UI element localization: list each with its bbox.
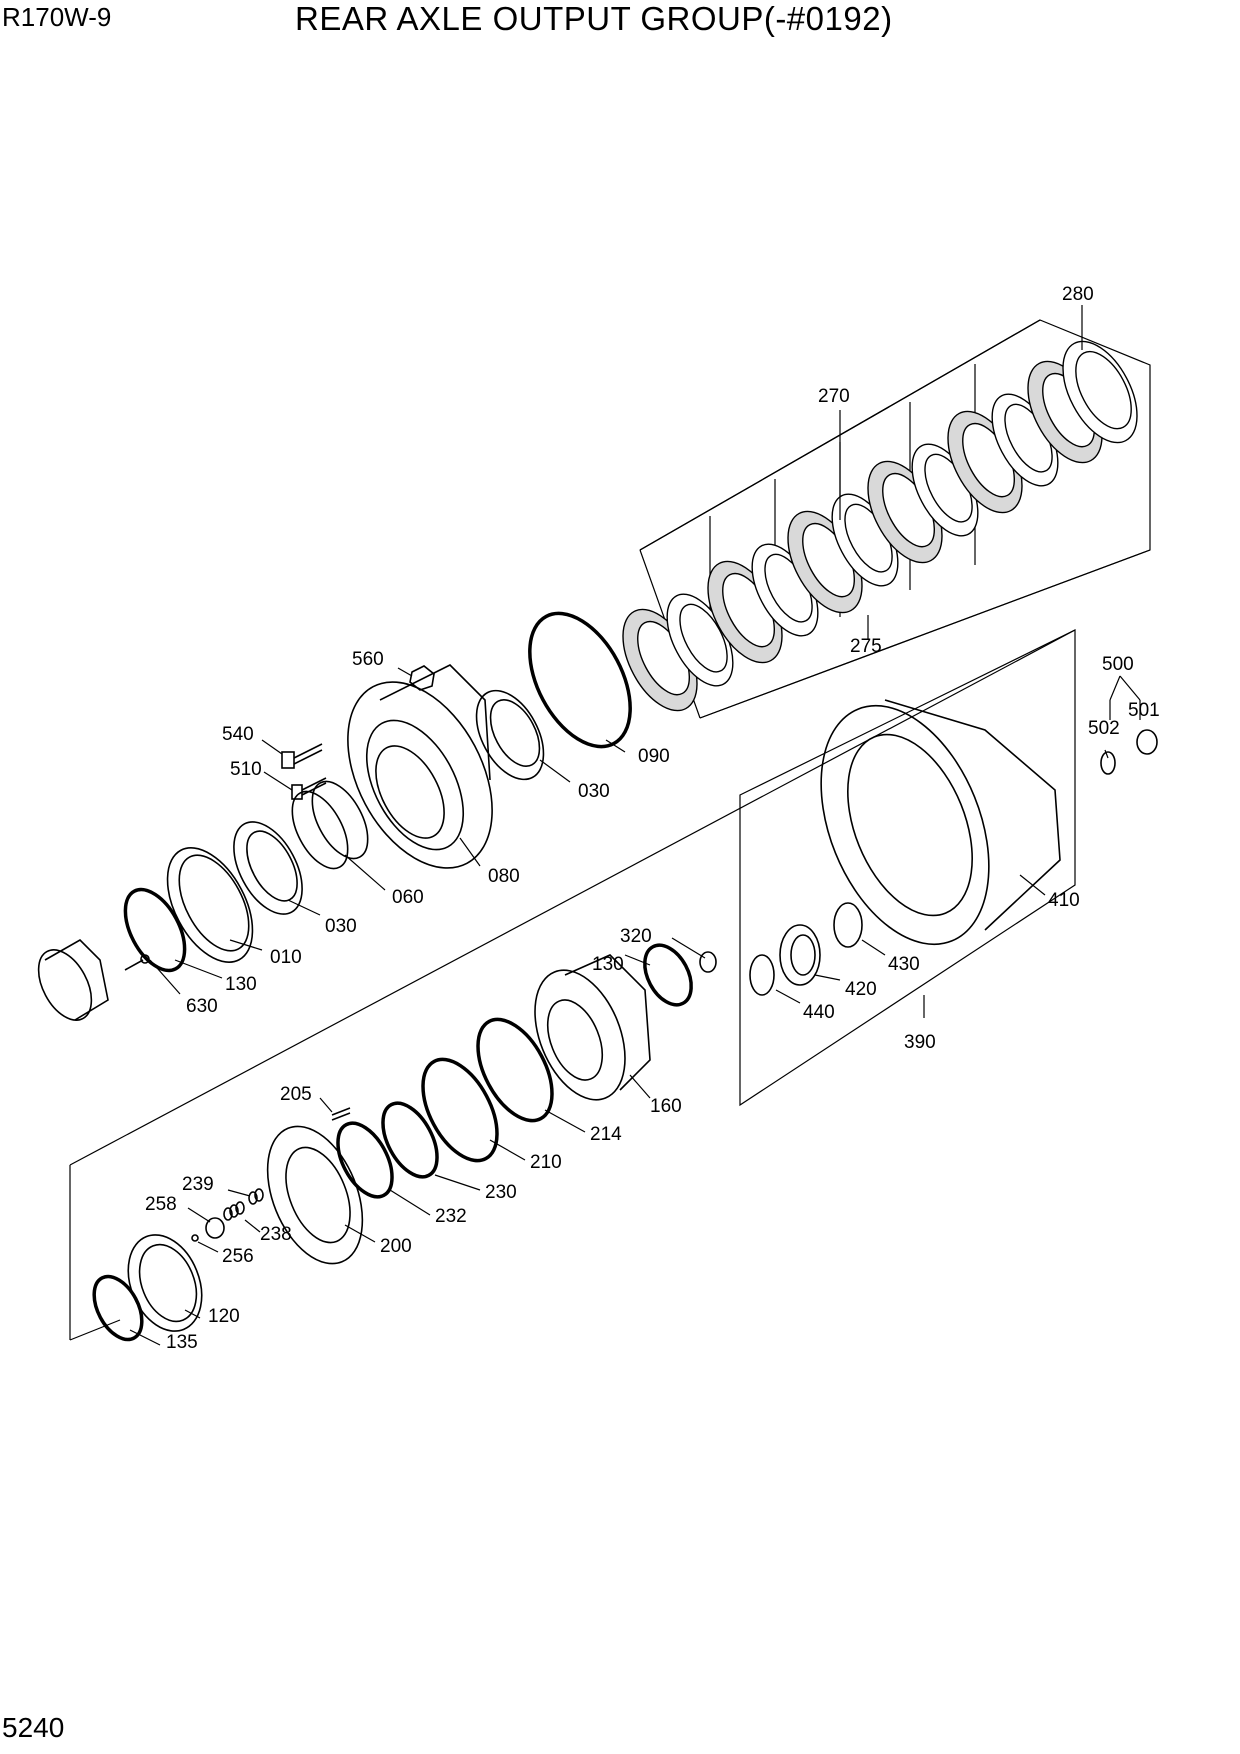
callout-130-right: 130 [592,954,624,975]
callout-256: 256 [222,1246,254,1267]
o-ring-214 [476,1017,554,1123]
plug-501 [1136,729,1158,755]
bearing-030-upper [475,689,545,781]
callout-130-left: 130 [225,974,257,995]
callout-510: 510 [230,759,262,780]
spring-238 [223,1201,245,1221]
pin-205 [331,1107,351,1121]
piston-160 [534,954,651,1101]
gear-420 [779,924,821,986]
o-ring-230 [381,1101,439,1179]
bearing-030-lower [233,821,303,915]
model-code: R170W-9 [2,2,112,32]
callout-239: 239 [182,1174,214,1195]
main-assembly-bracket [69,629,1076,1341]
snap-ring-440 [749,954,775,996]
callout-214: 214 [590,1124,622,1145]
shaft-flange [37,939,109,1021]
callout-080: 080 [488,866,520,887]
clutch-plates [622,340,1138,712]
callout-030-upper: 030 [578,781,610,802]
washer-320 [699,951,717,973]
hub-carrier-080 [347,664,493,869]
callout-560: 560 [352,649,384,670]
callout-540: 540 [222,724,254,745]
callout-270: 270 [818,386,850,407]
housing-410 [820,699,1061,946]
callout-205: 205 [280,1084,312,1105]
o-ring-090 [528,611,632,749]
bolt-540 [281,743,323,769]
callout-275: 275 [850,636,882,657]
ring-gear-120 [127,1234,203,1332]
callout-232: 232 [435,1206,467,1227]
cylinder-200 [266,1125,364,1265]
o-ring-210 [421,1057,499,1163]
callout-500: 500 [1102,654,1134,675]
planetary-group-bracket [739,629,1076,1107]
spacer-060 [291,780,369,870]
ball-256 [191,1234,199,1242]
callout-030-lower: 030 [325,916,357,937]
o-ring-232 [336,1121,394,1199]
callout-135: 135 [166,1332,198,1353]
callout-501: 501 [1128,700,1160,721]
callout-090: 090 [638,746,670,767]
callout-160: 160 [650,1096,682,1117]
callout-060: 060 [392,887,424,908]
callout-390: 390 [904,1032,936,1053]
callout-258: 258 [145,1194,177,1215]
page-title: REAR AXLE OUTPUT GROUP(-#0192) [295,0,893,37]
callout-320: 320 [620,926,652,947]
leader-lines [129,305,1141,1346]
callout-230: 230 [485,1182,517,1203]
gear-430 [833,902,863,948]
nut-560 [409,665,435,691]
callout-502: 502 [1088,718,1120,739]
callout-630: 630 [186,996,218,1017]
screw-630 [124,954,150,971]
callout-labels: 280 270 275 560 540 510 090 030 080 060 … [145,284,1160,1353]
callout-010: 010 [270,947,302,968]
o-ring-130-right [643,943,693,1007]
callout-238: 238 [260,1224,292,1245]
washer-502 [1100,751,1116,775]
callout-420: 420 [845,979,877,1000]
o-ring-135 [92,1274,144,1342]
callout-120: 120 [208,1306,240,1327]
spring-239 [248,1188,264,1205]
callout-280: 280 [1062,284,1094,305]
callout-430: 430 [888,954,920,975]
callout-200: 200 [380,1236,412,1257]
o-ring-130-left [123,887,187,973]
callout-410: 410 [1048,890,1080,911]
callout-440: 440 [803,1002,835,1023]
callout-210: 210 [530,1152,562,1173]
page-number: 5240 [2,1712,65,1743]
valve-258 [205,1217,225,1239]
